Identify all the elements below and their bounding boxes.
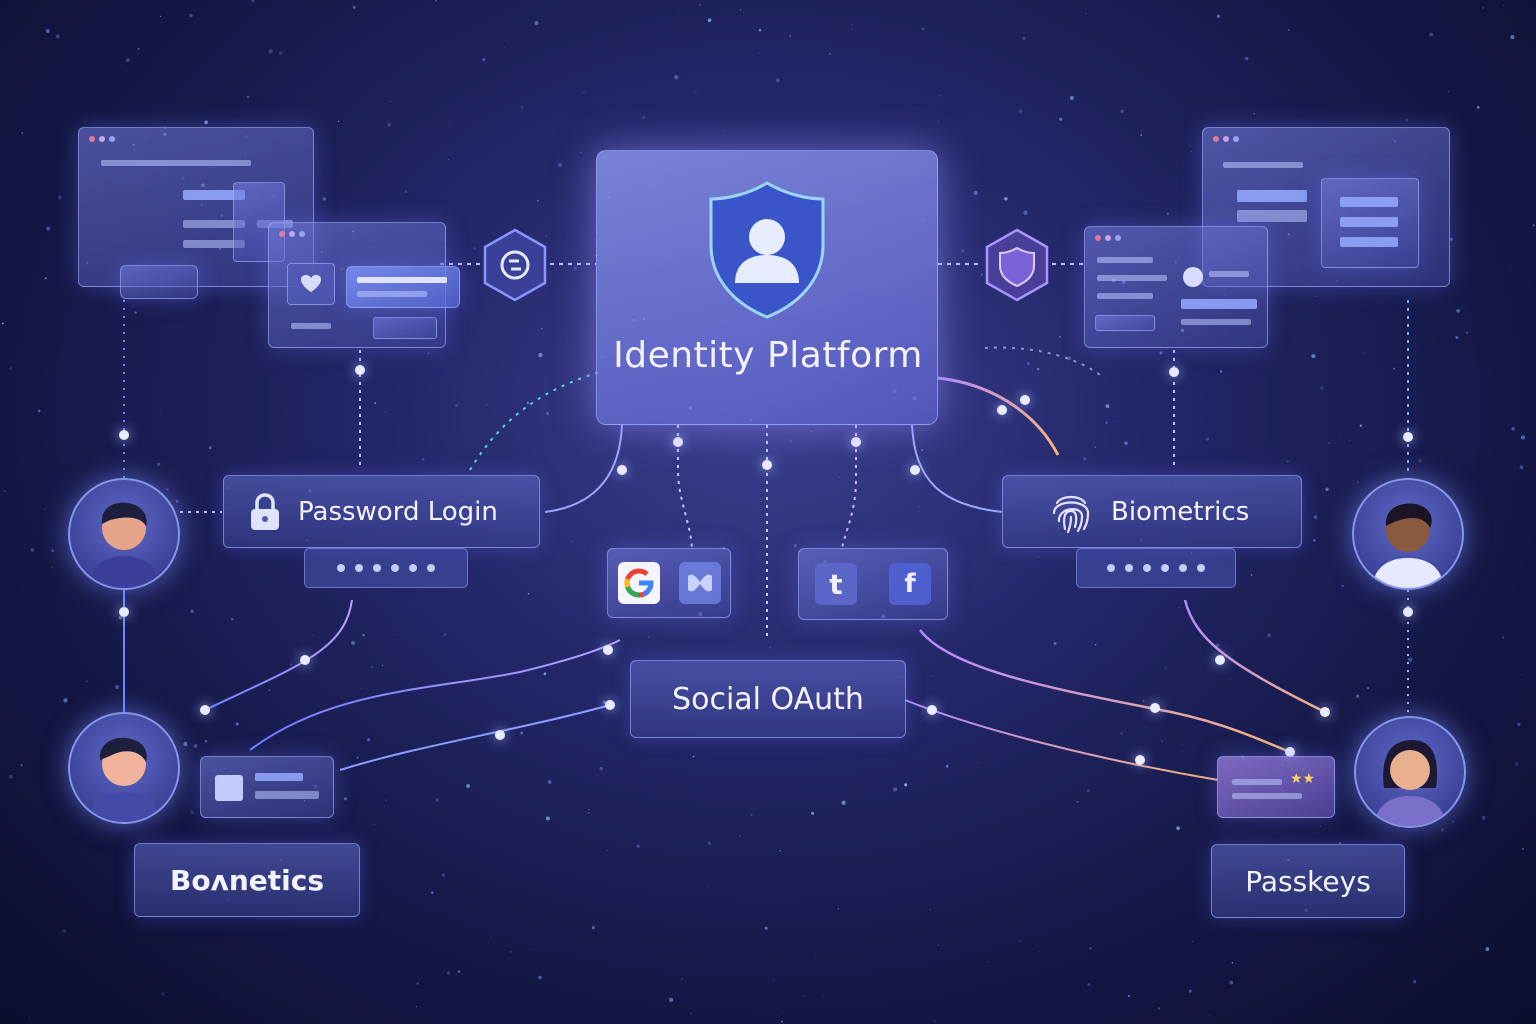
hex-shield-left-icon bbox=[483, 228, 547, 302]
heart-icon bbox=[287, 263, 335, 305]
key-stars-icon: ★★ bbox=[1290, 771, 1316, 787]
avatar-small-icon bbox=[1183, 267, 1203, 287]
puzzle-logo-icon[interactable] bbox=[678, 562, 721, 604]
bottom-left-method-button[interactable]: Boʌnetics bbox=[134, 843, 360, 917]
floating-card-left bbox=[346, 266, 460, 308]
facebook-icon[interactable]: f bbox=[889, 563, 931, 605]
social-oauth-label: Social OAuth bbox=[672, 681, 864, 717]
password-login-button[interactable]: Password Login bbox=[223, 475, 540, 548]
user-avatar-4[interactable] bbox=[1354, 716, 1466, 828]
password-login-label: Password Login bbox=[298, 496, 498, 527]
social-oauth-button[interactable]: Social OAuth bbox=[630, 660, 906, 738]
google-icon[interactable] bbox=[617, 562, 660, 604]
tumblr-icon[interactable]: t bbox=[815, 563, 857, 605]
identity-platform-card[interactable]: Identity Platform bbox=[596, 150, 938, 425]
lock-icon bbox=[251, 492, 279, 530]
id-card-widget bbox=[200, 756, 334, 818]
password-masked-field[interactable] bbox=[304, 548, 468, 588]
user-avatar-2[interactable] bbox=[68, 712, 180, 824]
social-providers-left bbox=[607, 548, 731, 618]
hex-shield-right-icon bbox=[985, 228, 1049, 302]
fingerprint-icon bbox=[1052, 495, 1090, 533]
user-shield-icon bbox=[709, 181, 825, 319]
bottom-left-method-label: Boʌnetics bbox=[170, 863, 324, 897]
app-window-right bbox=[1084, 226, 1268, 348]
social-providers-right: t f bbox=[798, 548, 948, 620]
passkey-card-widget: ★★ bbox=[1217, 756, 1335, 818]
biometrics-label: Biometrics bbox=[1111, 496, 1250, 527]
central-title: Identity Platform bbox=[613, 335, 923, 376]
small-card-top-left bbox=[120, 265, 198, 299]
passkeys-label: Passkeys bbox=[1245, 864, 1371, 898]
biometrics-button[interactable]: Biometrics bbox=[1002, 475, 1302, 548]
biometrics-masked-field[interactable] bbox=[1076, 548, 1236, 588]
passkeys-button[interactable]: Passkeys bbox=[1211, 844, 1405, 918]
user-avatar-1[interactable] bbox=[68, 478, 180, 590]
id-card-icon bbox=[215, 775, 243, 801]
user-avatar-3[interactable] bbox=[1352, 478, 1464, 590]
